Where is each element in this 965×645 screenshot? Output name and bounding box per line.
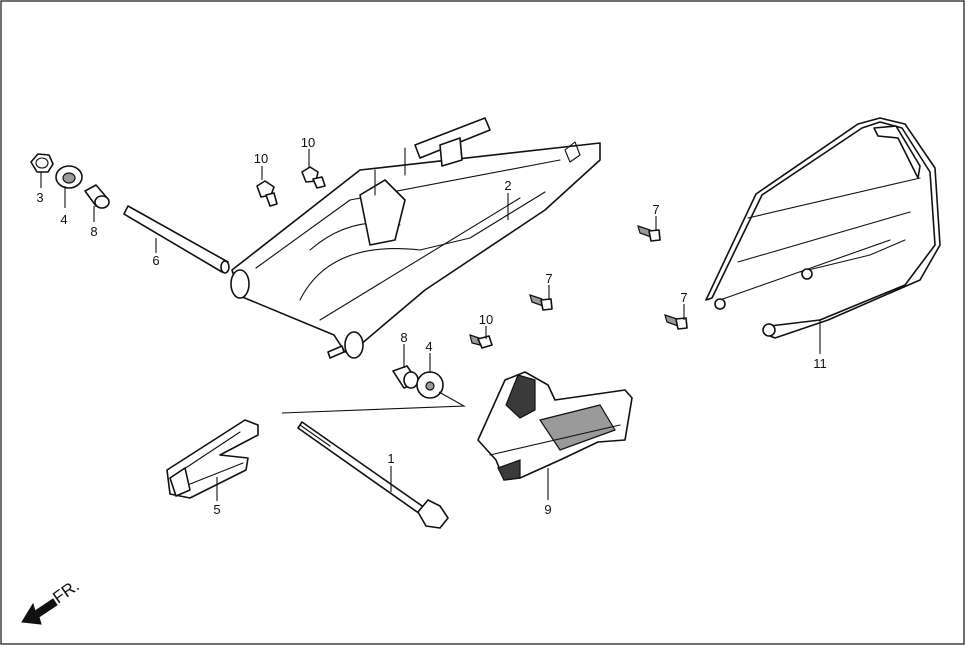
part-chain-slider xyxy=(166,419,259,499)
callout-7-lower: 7 xyxy=(680,290,687,305)
part-axle-bolt xyxy=(297,421,449,529)
leader-lines xyxy=(40,149,821,501)
callout-10-lower: 10 xyxy=(479,312,493,327)
callout-4-right: 4 xyxy=(425,339,432,354)
callout-9: 9 xyxy=(544,502,551,517)
callout-10-upper-left: 10 xyxy=(254,151,268,166)
part-bolt-7b xyxy=(529,294,553,311)
part-bolt-10a xyxy=(256,180,278,207)
part-washer-left xyxy=(55,165,83,189)
callout-3: 3 xyxy=(36,190,43,205)
callout-5: 5 xyxy=(213,502,220,517)
callout-7-right: 7 xyxy=(652,202,659,217)
callout-labels: 3 4 8 6 10 10 2 7 7 7 10 8 4 11 1 5 9 xyxy=(36,135,826,517)
callout-8-left: 8 xyxy=(90,224,97,239)
callout-4-left: 4 xyxy=(60,212,67,227)
callout-11: 11 xyxy=(813,356,827,371)
callout-2: 2 xyxy=(504,178,511,193)
part-nut xyxy=(30,153,54,173)
part-pivot-tube xyxy=(123,205,230,274)
part-bolt-7a xyxy=(637,225,661,242)
callout-10-upper-right: 10 xyxy=(301,135,315,150)
part-bolt-10b xyxy=(301,166,326,189)
part-bolt-7c xyxy=(664,314,688,330)
part-chain-guard xyxy=(477,371,633,481)
callout-8-right: 8 xyxy=(400,330,407,345)
part-rack-frame xyxy=(705,117,941,339)
part-bolt-10c xyxy=(469,334,493,349)
callout-1: 1 xyxy=(387,451,394,466)
callout-7-middle: 7 xyxy=(545,271,552,286)
callout-6: 6 xyxy=(152,253,159,268)
part-washer-right xyxy=(416,371,444,399)
arrow-icon xyxy=(21,598,58,625)
part-bearing-left xyxy=(84,184,110,209)
